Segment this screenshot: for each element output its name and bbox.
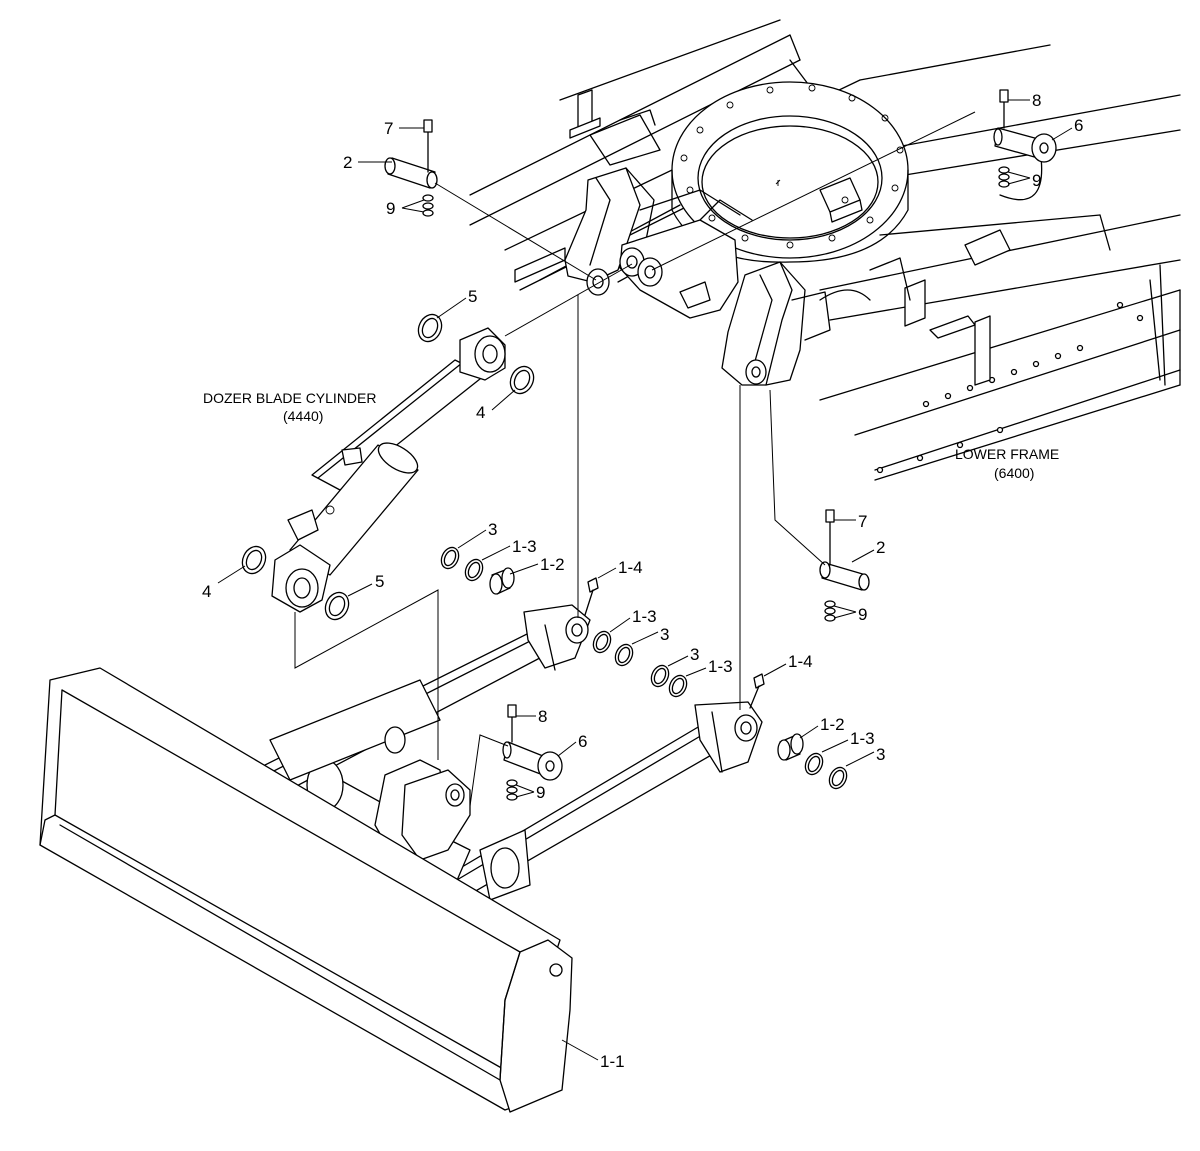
frame-blade-brackets (564, 167, 831, 386)
callout-2-upper: 2 (343, 153, 352, 172)
callout-3-right-upper: 3 (690, 645, 699, 664)
seal-and-shim-rings (241, 313, 848, 790)
cylinder-caption-name: DOZER BLADE CYLINDER (203, 390, 376, 406)
callout-1-3-left-lower: 1-3 (632, 607, 657, 626)
callout-2-right: 2 (876, 538, 885, 557)
callout-9-lower: 9 (536, 783, 545, 802)
callout-1-3-right-upper: 1-3 (708, 657, 733, 676)
lower-frame (469, 19, 1181, 481)
frame-caption-code: (6400) (994, 465, 1034, 481)
callout-5-upper: 5 (468, 287, 477, 306)
callout-9-upper: 9 (386, 199, 395, 218)
callout-1-3-right-lower: 1-3 (850, 729, 875, 748)
callout-7-upper: 7 (384, 119, 393, 138)
swing-bearing-ring (671, 81, 909, 263)
callout-9-right: 9 (858, 605, 867, 624)
callout-7-right: 7 (858, 512, 867, 531)
callout-8-upper: 8 (1032, 91, 1041, 110)
dozer-blade (39, 667, 573, 1113)
callout-6-upper: 6 (1074, 116, 1083, 135)
callout-1-4-left: 1-4 (618, 558, 643, 577)
pin-lower (502, 704, 563, 801)
pin-upper-right (993, 89, 1057, 188)
frame-caption-name: LOWER FRAME (955, 446, 1059, 462)
assembly-center-lines (294, 111, 976, 807)
pin-right (819, 509, 870, 622)
cylinder-caption-code: (4440) (283, 408, 323, 424)
callout-1-1-blade: 1-1 (600, 1052, 625, 1071)
callout-1-2-left: 1-2 (540, 555, 565, 574)
dozer-blade-cylinder (271, 327, 506, 613)
blade-frame-arms (254, 604, 763, 901)
callout-1-2-right: 1-2 (820, 715, 845, 734)
callout-8-lower: 8 (538, 707, 547, 726)
callout-3-left-lower: 3 (660, 625, 669, 644)
callout-3-left-upper: 3 (488, 520, 497, 539)
callout-1-4-right: 1-4 (788, 652, 813, 671)
callout-1-3-left-upper: 1-3 (512, 537, 537, 556)
callout-6-lower: 6 (578, 732, 587, 751)
callout-5-lower: 5 (375, 572, 384, 591)
callout-4-upper: 4 (476, 403, 485, 422)
callout-9-upper-right: 9 (1032, 171, 1041, 190)
part-callouts: 7 2 9 8 6 9 5 4 DOZER BLADE CYLINDER (44… (202, 91, 1083, 1071)
callout-3-right-lower: 3 (876, 745, 885, 764)
callout-4-lower: 4 (202, 582, 211, 601)
